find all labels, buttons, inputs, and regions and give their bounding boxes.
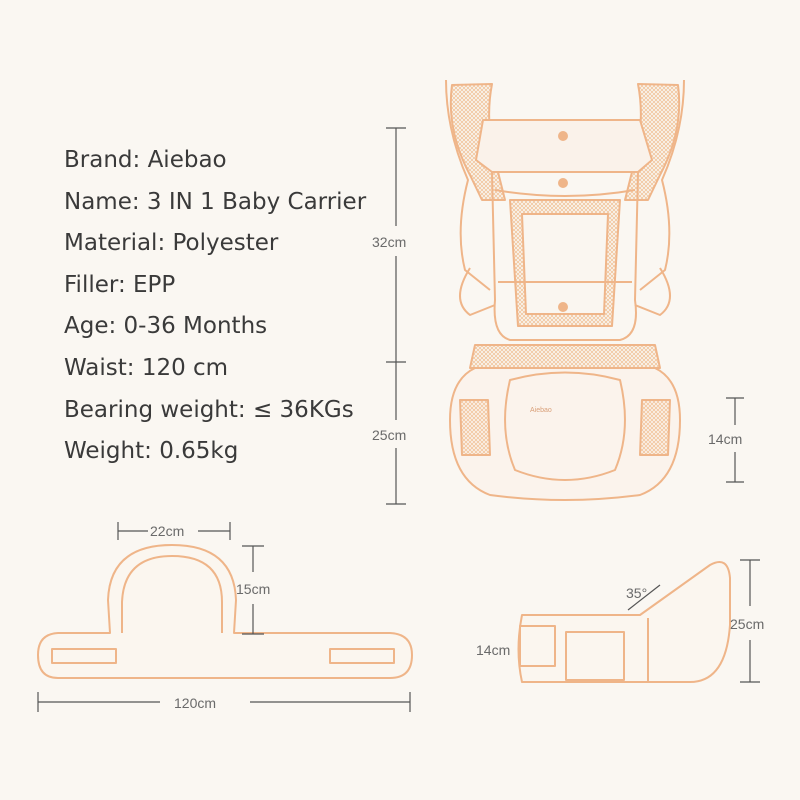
belt-slot-right: [329, 648, 395, 664]
belt-slot-left: [51, 648, 117, 664]
spec-name: Name: 3 IN 1 Baby Carrier: [64, 188, 367, 215]
product-spec-list: Brand: Aiebao Name: 3 IN 1 Baby Carrier …: [64, 143, 366, 476]
spec-waist: Waist: 120 cm: [64, 354, 229, 381]
snap-button: [558, 178, 568, 188]
seat-side-profile: [517, 561, 731, 683]
seat-profile-depth-label: 14cm: [476, 642, 510, 658]
spec-age: Age: 0-36 Months: [64, 313, 268, 340]
seat-profile-height-label: 25cm: [730, 616, 764, 632]
waist-belt-flat-view: [37, 544, 413, 679]
spec-material: Material: Polyester: [64, 230, 279, 257]
front-dimension-lines: [386, 127, 744, 505]
seat-dimension-lines: [627, 559, 760, 683]
snap-button: [558, 131, 568, 141]
seat-angle-label: 35°: [626, 585, 647, 601]
waist-dimension-lines: [37, 522, 411, 712]
seat-profile-strap: [519, 625, 556, 667]
back-panel: [491, 171, 639, 341]
snap-button: [558, 302, 568, 312]
waist-belt: [469, 344, 661, 369]
svg-text:Aiebao: Aiebao: [530, 407, 552, 414]
waist-pad-height-label: 15cm: [236, 581, 270, 597]
seat-side-height-label: 14cm: [708, 431, 742, 447]
spec-weight: Weight: 0.65kg: [64, 438, 239, 465]
carrier-front-view: Aiebao: [445, 79, 685, 501]
hood-top: [475, 119, 653, 173]
spec-bearing-weight: Bearing weight: ≤ 36KGs: [64, 396, 354, 423]
hip-seat: [449, 367, 681, 501]
spec-brand: Brand: Aiebao: [64, 147, 227, 173]
waist-pad-inner: [121, 555, 223, 633]
waist-belt-length-label: 120cm: [174, 695, 216, 711]
waist-pad-width-label: 22cm: [150, 523, 184, 539]
seat-profile-outline: [517, 561, 731, 683]
waist-belt-outline: [37, 544, 413, 679]
spec-filler: Filler: EPP: [64, 271, 176, 298]
upper-height-label: 32cm: [372, 234, 406, 250]
lower-height-label: 25cm: [372, 427, 406, 443]
